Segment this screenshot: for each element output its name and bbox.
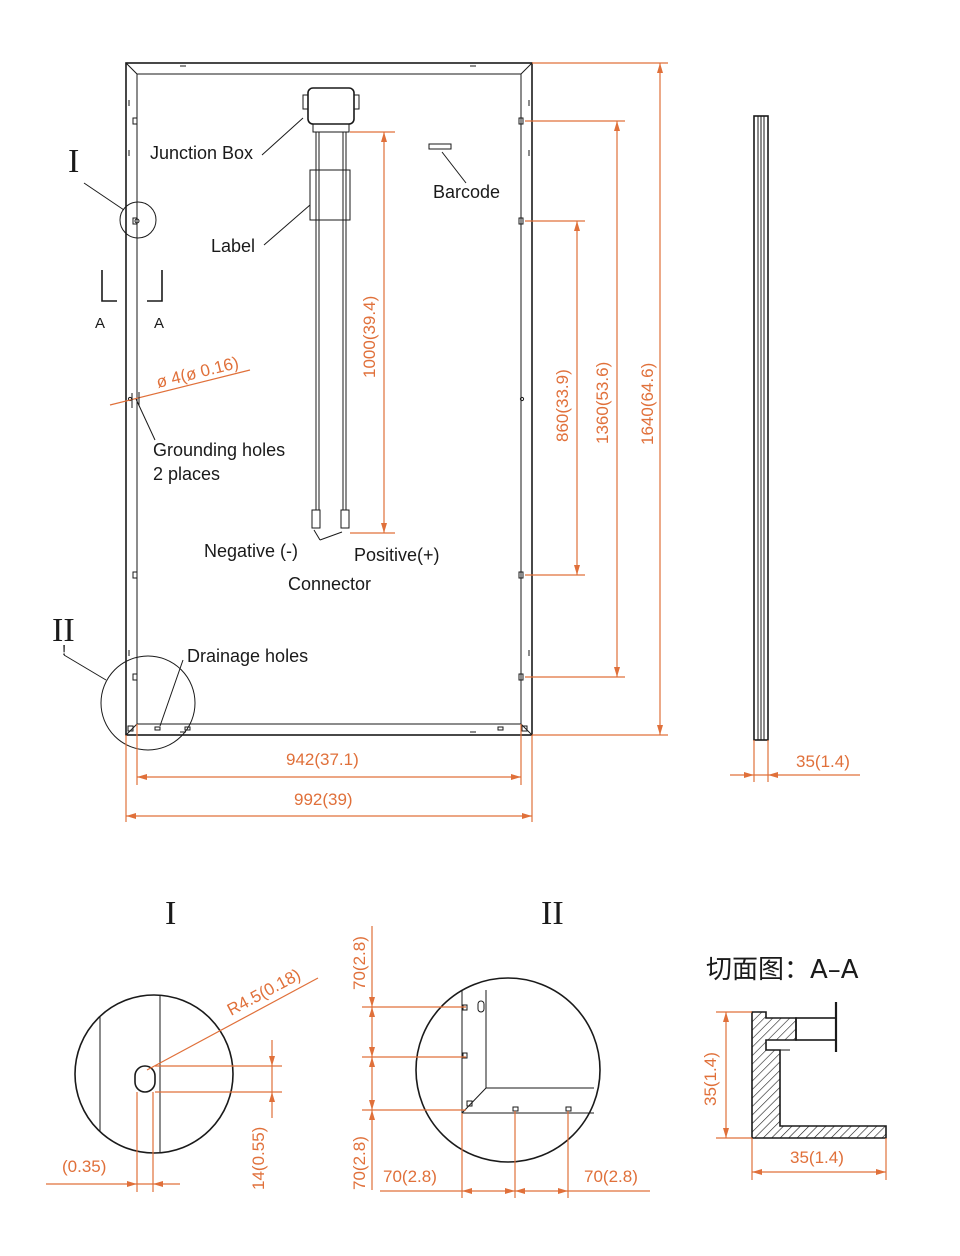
- detail-1-marker: I: [68, 143, 79, 180]
- thickness-side-dim: 35(1.4): [796, 752, 850, 771]
- main-dimensions: [125, 62, 668, 822]
- section-width-dim: 35(1.4): [790, 1148, 844, 1167]
- section-title: 切面图：A–A: [706, 955, 859, 985]
- grounding-label-line1: Grounding holes: [153, 440, 285, 460]
- cable-length-dim: 1000(39.4): [360, 296, 379, 378]
- detail-1-view: [46, 977, 319, 1192]
- detail-2-callout: [100, 655, 196, 751]
- barcode-sticker: [428, 143, 452, 150]
- positive-label: Positive(+): [354, 545, 440, 565]
- slot-width-dim: (0.35): [62, 1157, 106, 1176]
- barcode-label: Barcode: [433, 182, 500, 202]
- panel-outer-frame: [125, 62, 533, 736]
- drainage-label: Drainage holes: [187, 646, 308, 666]
- slot-length-dim: 14(0.55): [249, 1127, 268, 1190]
- negative-connector: [311, 509, 321, 529]
- detail-1-title: I: [165, 895, 176, 932]
- drainage-hole: [497, 726, 504, 731]
- section-a-left-label: A: [95, 315, 105, 332]
- section-a-markers: [101, 270, 163, 302]
- detail-2-view: [362, 926, 650, 1198]
- junction-box: [302, 87, 360, 133]
- mounting-holes: [127, 117, 525, 681]
- cables: [309, 132, 351, 529]
- label-label: Label: [211, 236, 255, 256]
- junction-box-label: Junction Box: [150, 143, 253, 163]
- hole-diameter-dim: ø 4(ø 0.16): [154, 353, 240, 392]
- corner-70-bottom-dim: 70(2.8): [350, 1136, 369, 1190]
- section-a-right-label: A: [154, 315, 164, 332]
- negative-label: Negative (-): [204, 541, 298, 561]
- panel-side-view: [730, 115, 860, 782]
- label-plate: [309, 169, 351, 221]
- grounding-label-line2: 2 places: [153, 464, 220, 484]
- detail-2-marker: II: [52, 612, 75, 649]
- detail-1-callout: [119, 201, 157, 239]
- mount-1360-dim: 1360(53.6): [593, 362, 612, 444]
- panel-inner-frame: [136, 73, 522, 725]
- connector-label: Connector: [288, 574, 371, 594]
- height-total-dim: 1640(64.6): [638, 363, 657, 445]
- corner-70-right-dim: 70(2.8): [584, 1167, 638, 1186]
- section-a-a-view: [716, 1002, 887, 1180]
- grounding-slot: [134, 1065, 156, 1093]
- width-inner-dim: 942(37.1): [286, 750, 359, 769]
- detail-2-title: II: [541, 895, 564, 932]
- positive-connector: [340, 509, 350, 529]
- corner-70-top-dim: 70(2.8): [350, 936, 369, 990]
- drainage-hole: [154, 726, 161, 731]
- corner-70-left-dim: 70(2.8): [383, 1167, 437, 1186]
- panel-back-view: [63, 62, 533, 751]
- mount-860-dim: 860(33.9): [553, 369, 572, 442]
- width-total-dim: 992(39): [294, 790, 353, 809]
- detail-2-excl: !: [62, 642, 66, 659]
- drainage-hole: [184, 726, 191, 731]
- section-height-dim: 35(1.4): [701, 1052, 720, 1106]
- annotation-texts: Junction Box Barcode Label A A ø 4(ø 0.1…: [52, 143, 859, 1190]
